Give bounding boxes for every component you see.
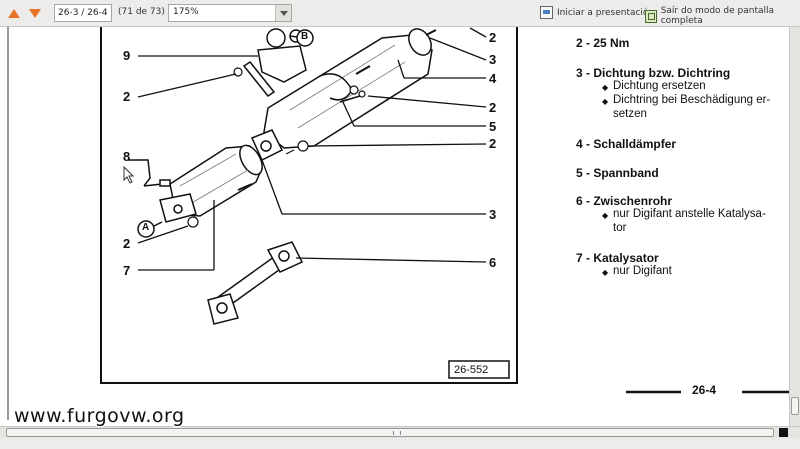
callout-right-4: 2 [489,100,497,115]
chevron-down-icon [279,10,288,16]
marker-b-circle [296,29,314,47]
zoom-select[interactable]: 175% [168,4,292,22]
intermediate-pipe-part [207,241,304,325]
legend-item-3-sub-2: Dichtring bei Beschädigung er- [613,94,771,106]
grip-icon [393,431,401,435]
leader-lines [137,27,487,271]
zoom-value: 175% [173,7,199,17]
zoom-dropdown-button[interactable] [275,5,291,21]
vertical-scrollbar[interactable] [789,27,800,426]
arrow-up-icon [8,8,20,18]
marker-a-circle [137,220,155,238]
flange-part [159,129,284,223]
legend-item-6: 6 - Zwischenrohr [576,194,673,208]
scroll-corner [779,428,788,437]
legend-item-7: 7 - Katalysator [576,251,659,265]
marker-a-label: A [142,222,150,233]
horizontal-scrollbar[interactable] [0,426,800,438]
callout-left-5: 7 [123,263,131,278]
bullet-icon: ◆ [602,97,609,106]
start-presentation-button[interactable]: Iniciar a presentación [540,6,654,19]
mouse-pointer-icon [123,165,135,184]
page-number-input[interactable]: 26-3 / 26-4 [54,4,112,22]
start-presentation-label: Iniciar a presentación [557,7,655,18]
callout-left-1: 9 [123,48,131,63]
page-count-label: (71 de 73) [118,7,165,17]
page-number-label: 26-4 [692,383,717,397]
horizontal-scroll-thumb[interactable] [6,428,774,437]
previous-page-button[interactable] [5,4,23,22]
fasteners [187,29,437,228]
bullet-icon: ◆ [602,268,609,277]
vertical-scroll-thumb[interactable] [791,397,799,415]
next-page-button[interactable] [26,4,44,22]
bullet-icon: ◆ [602,83,609,92]
legend-item-2: 2 - 25 Nm [576,36,630,50]
fullscreen-exit-icon [645,9,657,23]
diagram-frame [100,27,518,384]
bullet-icon: ◆ [602,211,609,220]
figure-label-box [448,360,510,379]
exhaust-diagram [7,27,789,420]
callout-right-7: 3 [489,207,497,222]
callout-left-2: 2 [123,89,131,104]
callout-right-3: 4 [489,71,497,86]
callout-left-3: 8 [123,149,131,164]
callout-right-5: 5 [489,119,497,134]
marker-b-label: B [301,31,309,42]
legend-item-7-sub-1: nur Digifant [613,265,672,277]
oxygen-sensor-part [128,159,171,187]
callout-right-2: 3 [489,52,497,67]
exit-fullscreen-button[interactable]: Saír do modo de pantalla completa [645,6,800,26]
callout-left-4: 2 [123,236,131,251]
callout-right-6: 2 [489,136,497,151]
callout-right-1: 2 [489,30,497,45]
exit-fullscreen-label: Saír do modo de pantalla completa [660,6,775,26]
legend-item-3-sub-2-cont: setzen [613,108,647,120]
legend-item-4: 4 - Schalldämpfer [576,137,677,151]
legend-item-3-sub-1: Dichtung ersetzen [613,80,706,92]
legend-item-6-sub-1-cont: tor [613,222,627,234]
presentation-icon [540,6,553,19]
toolbar: 26-3 / 26-4 (71 de 73) 175% Iniciar a pr… [0,0,800,27]
figure-label: 26-552 [454,364,489,376]
callout-right-8: 6 [489,255,497,270]
legend-item-5: 5 - Spannband [576,166,659,180]
legend-item-3: 3 - Dichtung bzw. Dichtring [576,66,731,80]
watermark-text: www.furgovw.org [14,405,185,427]
arrow-down-icon [29,8,41,18]
status-bar [0,438,800,449]
legend-item-6-sub-1: nur Digifant anstelle Katalysa- [613,208,766,220]
document-viewport[interactable]: 9 2 8 2 7 A B 2 3 4 2 5 2 3 6 26-552 2 -… [0,27,789,426]
